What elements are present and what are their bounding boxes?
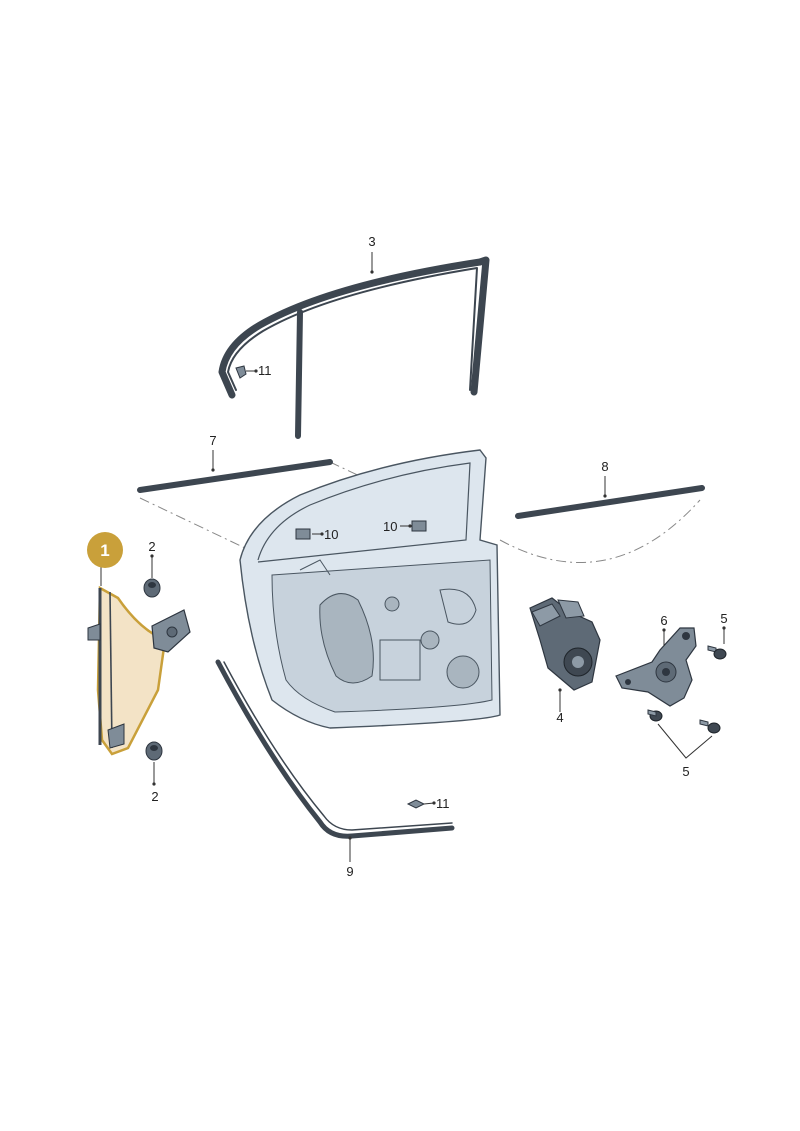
part-5-bolt-top[interactable] — [707, 626, 727, 660]
part-4-window-motor[interactable] — [529, 597, 601, 712]
part-6-motor-bracket[interactable] — [615, 627, 697, 707]
part-5-bolt-right[interactable] — [699, 719, 721, 734]
callout-leaders — [100, 252, 607, 862]
badge-number: 1 — [100, 541, 109, 560]
part-3-window-frame-seal[interactable] — [218, 256, 490, 439]
part-8-outer-sill-strip[interactable] — [515, 485, 705, 519]
callout-8: 8 — [601, 459, 608, 474]
part-10-clip-right[interactable] — [400, 520, 427, 532]
callout-5-bottom: 5 — [682, 764, 689, 779]
part-5-bolt-left[interactable] — [647, 709, 663, 722]
part-11-clip-top[interactable] — [235, 365, 258, 379]
callout-9: 9 — [346, 864, 353, 879]
callout-5-top: 5 — [720, 611, 727, 626]
callout-labels: 3 11 7 8 10 10 2 2 4 6 5 5 11 9 — [148, 234, 727, 879]
part-1-highlight-badge[interactable]: 1 — [87, 532, 123, 568]
part-2-nut-bottom[interactable] — [145, 741, 163, 786]
door-panel[interactable] — [239, 449, 501, 729]
callout-11-top: 11 — [258, 363, 272, 378]
callout-10-left: 10 — [324, 527, 338, 542]
callout-3: 3 — [368, 234, 375, 249]
callout-4: 4 — [556, 710, 563, 725]
callout-7: 7 — [209, 433, 216, 448]
part-2-nut-top[interactable] — [143, 554, 161, 598]
part-1-window-regulator[interactable] — [87, 585, 191, 756]
callout-11-bottom: 11 — [436, 796, 450, 811]
callout-2-top: 2 — [148, 539, 155, 554]
part-7-inner-sill-strip[interactable] — [137, 459, 333, 493]
part-9-door-seal[interactable] — [215, 659, 455, 839]
callout-10-right: 10 — [383, 519, 397, 534]
callout-6: 6 — [660, 613, 667, 628]
part-5-leader-lines — [657, 723, 713, 759]
part-10-clip-left[interactable] — [295, 528, 324, 540]
part-11-clip-bottom[interactable] — [406, 799, 436, 809]
callout-2-bottom: 2 — [151, 789, 158, 804]
